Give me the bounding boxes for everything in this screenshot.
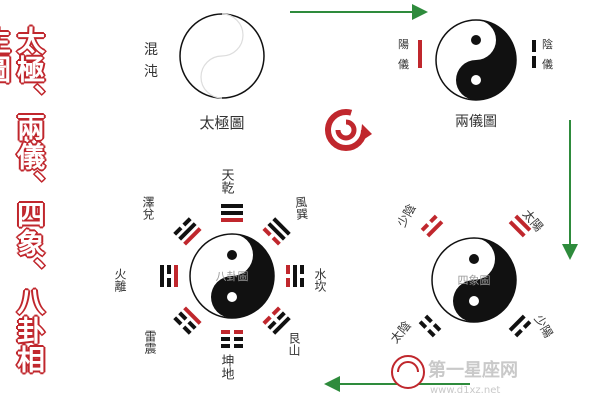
sixiang-top-left: 少陰	[394, 202, 418, 230]
trigram-kun	[221, 330, 243, 348]
trigram-zhen	[173, 306, 202, 335]
liangyi-caption: 兩儀圖	[455, 114, 497, 130]
taiji-caption: 太極圖	[199, 114, 244, 132]
yinyang-bagua	[189, 233, 275, 319]
yinyang-liangyi	[435, 19, 517, 101]
trigram-li	[160, 265, 178, 287]
label-qian: 天乾	[219, 168, 235, 195]
label-kun: 坤地	[219, 354, 235, 380]
symbol-shaoyang	[508, 314, 532, 338]
trigram-kan	[286, 265, 304, 287]
taiji-faint-curve	[200, 13, 244, 99]
symbol-taiyin	[418, 314, 442, 338]
symbol-shaoyin	[420, 214, 444, 238]
sixiang-center-label: 四象圖	[458, 274, 491, 287]
yin-line-top	[532, 40, 536, 52]
label-kan: 水坎	[313, 268, 327, 292]
sixiang-bottom-right: 少陽	[531, 313, 555, 341]
watermark-brand: 第一星座网	[428, 359, 518, 381]
label-li: 火離	[113, 268, 127, 292]
trigram-dui	[173, 217, 202, 246]
bagua-center-label: 八卦圖	[216, 269, 249, 283]
yang-line	[418, 40, 422, 68]
trigram-xun	[262, 217, 291, 246]
trigram-gen	[262, 306, 291, 335]
liangyi-right-bottom: 儀	[542, 57, 553, 71]
taiji-label-bottom: 沌	[144, 64, 158, 80]
liangyi-left-top: 陽	[398, 38, 409, 51]
cycle-icon	[325, 109, 372, 151]
yinyang-sixiang	[431, 237, 517, 323]
label-gen: 艮山	[287, 332, 301, 356]
label-dui: 澤兌	[141, 196, 155, 221]
taiji-label-top: 混	[144, 42, 158, 58]
label-xun: 風巽	[293, 195, 309, 220]
diagram-title: 太極、兩儀、四象、八卦相生圖	[0, 26, 46, 374]
sixiang-bottom-left: 太陰	[387, 318, 414, 346]
symbol-taiyang	[508, 214, 532, 238]
trigram-qian	[221, 204, 243, 222]
watermark-logo	[391, 355, 425, 389]
liangyi-right-top: 陰	[542, 37, 553, 51]
sixiang-top-right: 太陽	[520, 206, 547, 234]
label-zhen: 雷震	[143, 330, 157, 355]
watermark-url: www.d1xz.net	[430, 385, 500, 396]
liangyi-left-bottom: 儀	[398, 57, 409, 71]
trigram-layer	[160, 204, 304, 348]
yin-line-bottom	[532, 56, 536, 68]
